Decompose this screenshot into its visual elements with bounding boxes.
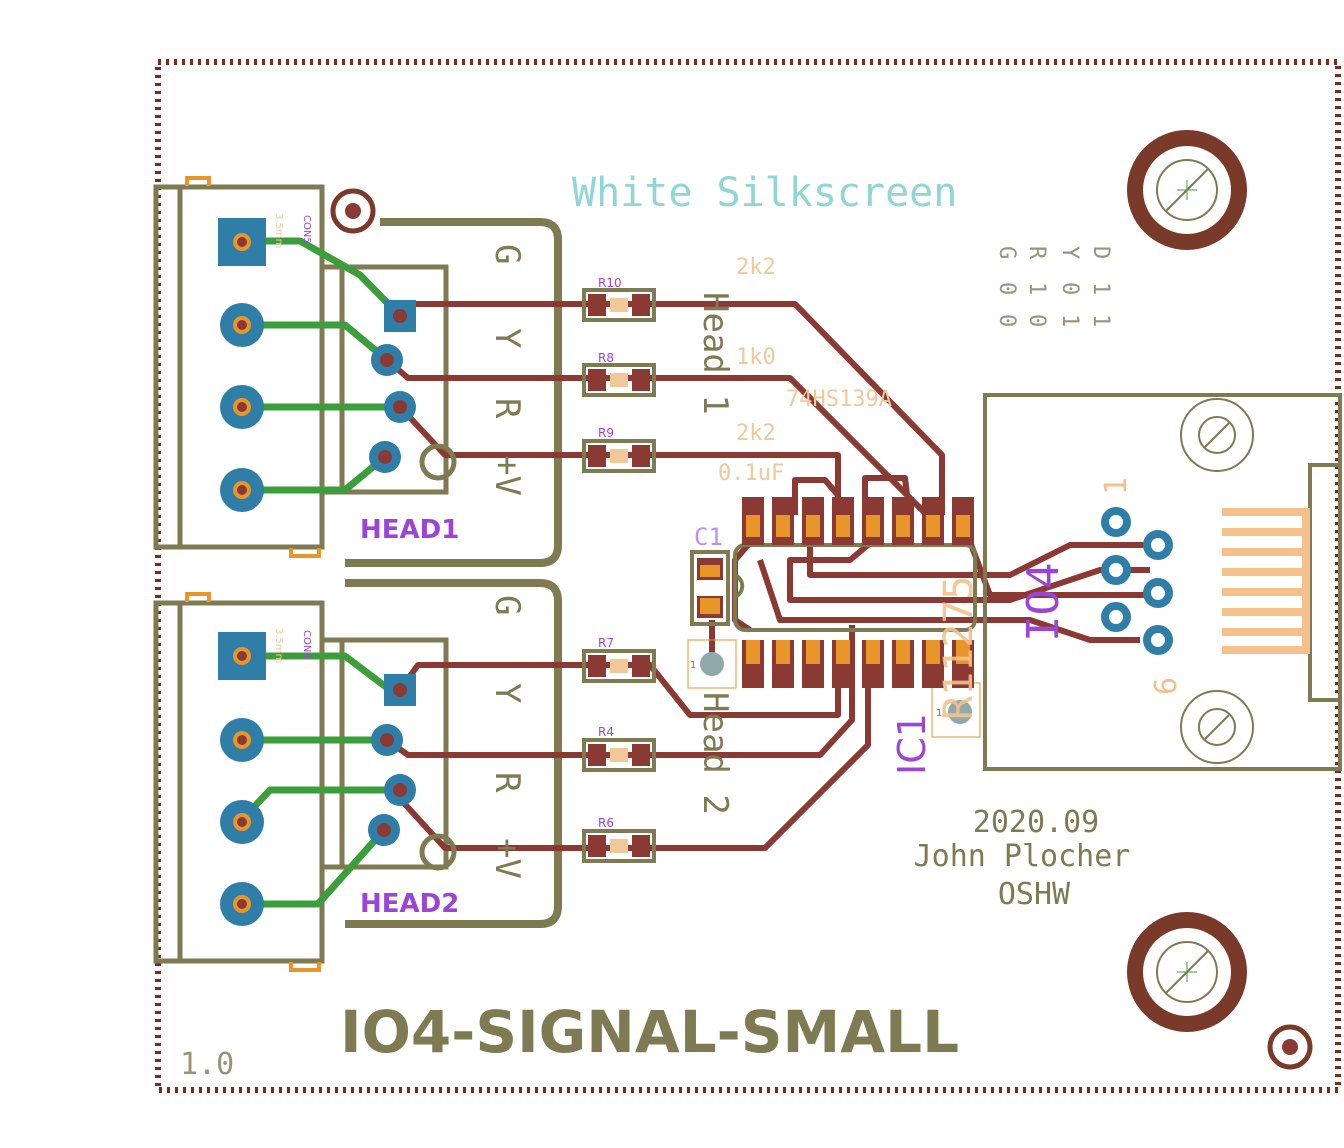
head1-pin-g: G bbox=[487, 244, 527, 264]
head1-pin-v: +V bbox=[487, 455, 527, 496]
con4-pitch: 3.5mm bbox=[273, 628, 284, 663]
svg-text:1: 1 bbox=[1024, 282, 1049, 295]
head1-silk-label: Head 1 bbox=[695, 292, 735, 415]
con4-label: CON4 bbox=[301, 630, 312, 659]
fiducial-top bbox=[330, 188, 376, 234]
io4-label: IO4 bbox=[1018, 563, 1069, 642]
con5-pitch: 3.5mm bbox=[273, 213, 284, 248]
cap-value: 0.1uF bbox=[718, 461, 784, 486]
io4-pin-first: 1 bbox=[1099, 477, 1134, 495]
mounting-hole-bottom bbox=[1127, 912, 1247, 1032]
resistor-r8 bbox=[582, 363, 656, 397]
svg-text:0: 0 bbox=[1057, 282, 1082, 295]
head1-pin-r: R bbox=[487, 398, 527, 419]
svg-text:G: G bbox=[994, 246, 1019, 259]
r9-label: R9 bbox=[598, 426, 614, 440]
r9-value: 2k2 bbox=[736, 421, 776, 446]
head2-label: HEAD2 bbox=[360, 889, 459, 919]
svg-text:0: 0 bbox=[994, 314, 1019, 327]
through-hole-pads bbox=[218, 218, 457, 926]
r6-label: R6 bbox=[598, 816, 614, 830]
resistor-pads bbox=[582, 288, 656, 863]
resistor-r7 bbox=[582, 649, 656, 683]
board-version: 1.0 bbox=[180, 1047, 234, 1082]
resistor-r9 bbox=[582, 439, 656, 473]
svg-text:1: 1 bbox=[1057, 314, 1082, 327]
io4-connector bbox=[983, 393, 1342, 771]
svg-text:1: 1 bbox=[1088, 282, 1113, 295]
svg-text:0: 0 bbox=[994, 282, 1019, 295]
svg-text:Y: Y bbox=[1057, 246, 1082, 259]
head2-pin-y: Y bbox=[487, 683, 527, 703]
board-author: John Plocher bbox=[914, 839, 1131, 874]
resistor-r4 bbox=[582, 738, 656, 772]
cap-label: C1 bbox=[694, 523, 723, 551]
head2-pin-g: G bbox=[487, 595, 527, 615]
fiducial-bottom bbox=[1267, 1024, 1313, 1070]
io4-pin-last: 6 bbox=[1149, 677, 1184, 695]
ic-pin1-marker-cap: 1 bbox=[690, 660, 696, 671]
head2-silk-label: Head 2 bbox=[695, 692, 735, 815]
head1-label: HEAD1 bbox=[360, 515, 459, 545]
ic-part-number: 74HS139A bbox=[786, 387, 892, 412]
board-date: 2020.09 bbox=[973, 805, 1099, 840]
mounting-hole-top bbox=[1127, 130, 1247, 250]
ic1-pads bbox=[742, 497, 974, 688]
con5-label: CON5 bbox=[301, 215, 312, 244]
capacitor-c1 bbox=[687, 550, 737, 689]
svg-text:0: 0 bbox=[1024, 314, 1049, 327]
resistor-r6 bbox=[582, 829, 656, 863]
svg-text:D: D bbox=[1088, 246, 1113, 259]
board-license: OSHW bbox=[998, 877, 1071, 912]
svg-text:1: 1 bbox=[1088, 314, 1113, 327]
ic1-label: IC1 bbox=[890, 713, 934, 775]
r8-label: R8 bbox=[598, 351, 614, 365]
truth-table: G R Y D 0 1 0 1 0 0 1 1 bbox=[994, 246, 1113, 327]
r10-label: R10 bbox=[598, 276, 622, 290]
ic-pin1-marker-io: 1 bbox=[936, 708, 942, 719]
ic1-package bbox=[733, 543, 981, 738]
r4-label: R4 bbox=[598, 725, 614, 739]
r8-value: 1k0 bbox=[736, 345, 776, 370]
head1-pin-y: Y bbox=[487, 328, 527, 348]
head2-pin-v: +V bbox=[487, 838, 527, 879]
ic-overlap-label: R11275 bbox=[936, 576, 982, 721]
resistor-r10 bbox=[582, 288, 656, 322]
svg-text:R: R bbox=[1024, 246, 1049, 260]
silkscreen-note: White Silkscreen bbox=[572, 170, 957, 216]
board-title: IO4-SIGNAL-SMALL bbox=[340, 998, 959, 1066]
r10-value: 2k2 bbox=[736, 255, 776, 280]
r7-label: R7 bbox=[598, 636, 614, 650]
head1-bracket bbox=[345, 218, 562, 567]
bottom-copper-traces bbox=[236, 237, 404, 908]
head2-pin-r: R bbox=[487, 772, 527, 793]
